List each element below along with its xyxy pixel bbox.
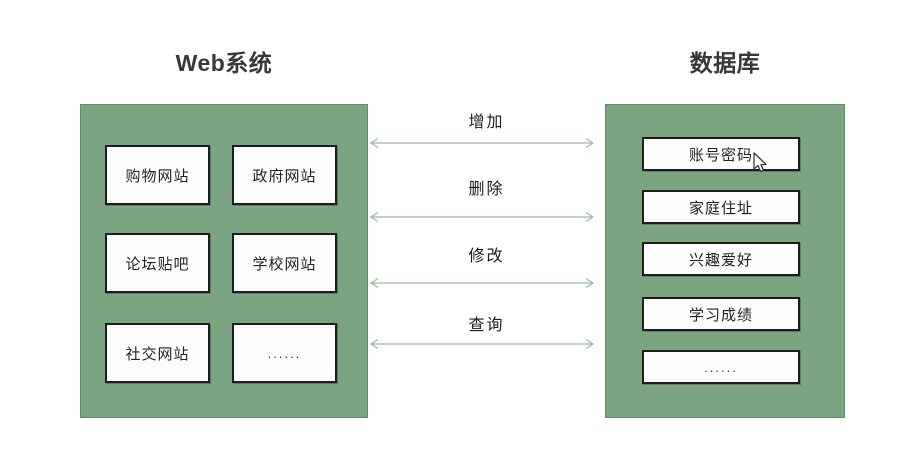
list-item[interactable]: 购物网站	[105, 145, 210, 205]
bidirectional-arrow-icon	[368, 137, 596, 149]
list-item[interactable]: 家庭住址	[642, 190, 800, 224]
bidirectional-arrow-icon	[368, 338, 596, 350]
list-item[interactable]: 政府网站	[232, 145, 337, 205]
list-item[interactable]: 论坛贴吧	[105, 233, 210, 293]
bidirectional-arrow-icon	[368, 277, 596, 289]
list-item[interactable]: 账号密码	[642, 137, 800, 171]
left-group-title: Web系统	[175, 50, 273, 76]
connection-label-query: 查询	[468, 317, 505, 334]
connection-label-update: 修改	[468, 248, 505, 265]
bidirectional-arrow-icon	[368, 211, 596, 223]
connection-label-add: 增加	[468, 114, 505, 131]
list-item-ellipsis[interactable]: ......	[642, 350, 800, 384]
list-item[interactable]: 兴趣爱好	[642, 242, 800, 276]
right-group-title: 数据库	[689, 50, 761, 76]
connection-label-delete: 删除	[468, 181, 505, 198]
list-item[interactable]: 学习成绩	[642, 297, 800, 331]
list-item[interactable]: 社交网站	[105, 323, 210, 383]
list-item[interactable]: 学校网站	[232, 233, 337, 293]
list-item-ellipsis[interactable]: ......	[232, 323, 337, 383]
